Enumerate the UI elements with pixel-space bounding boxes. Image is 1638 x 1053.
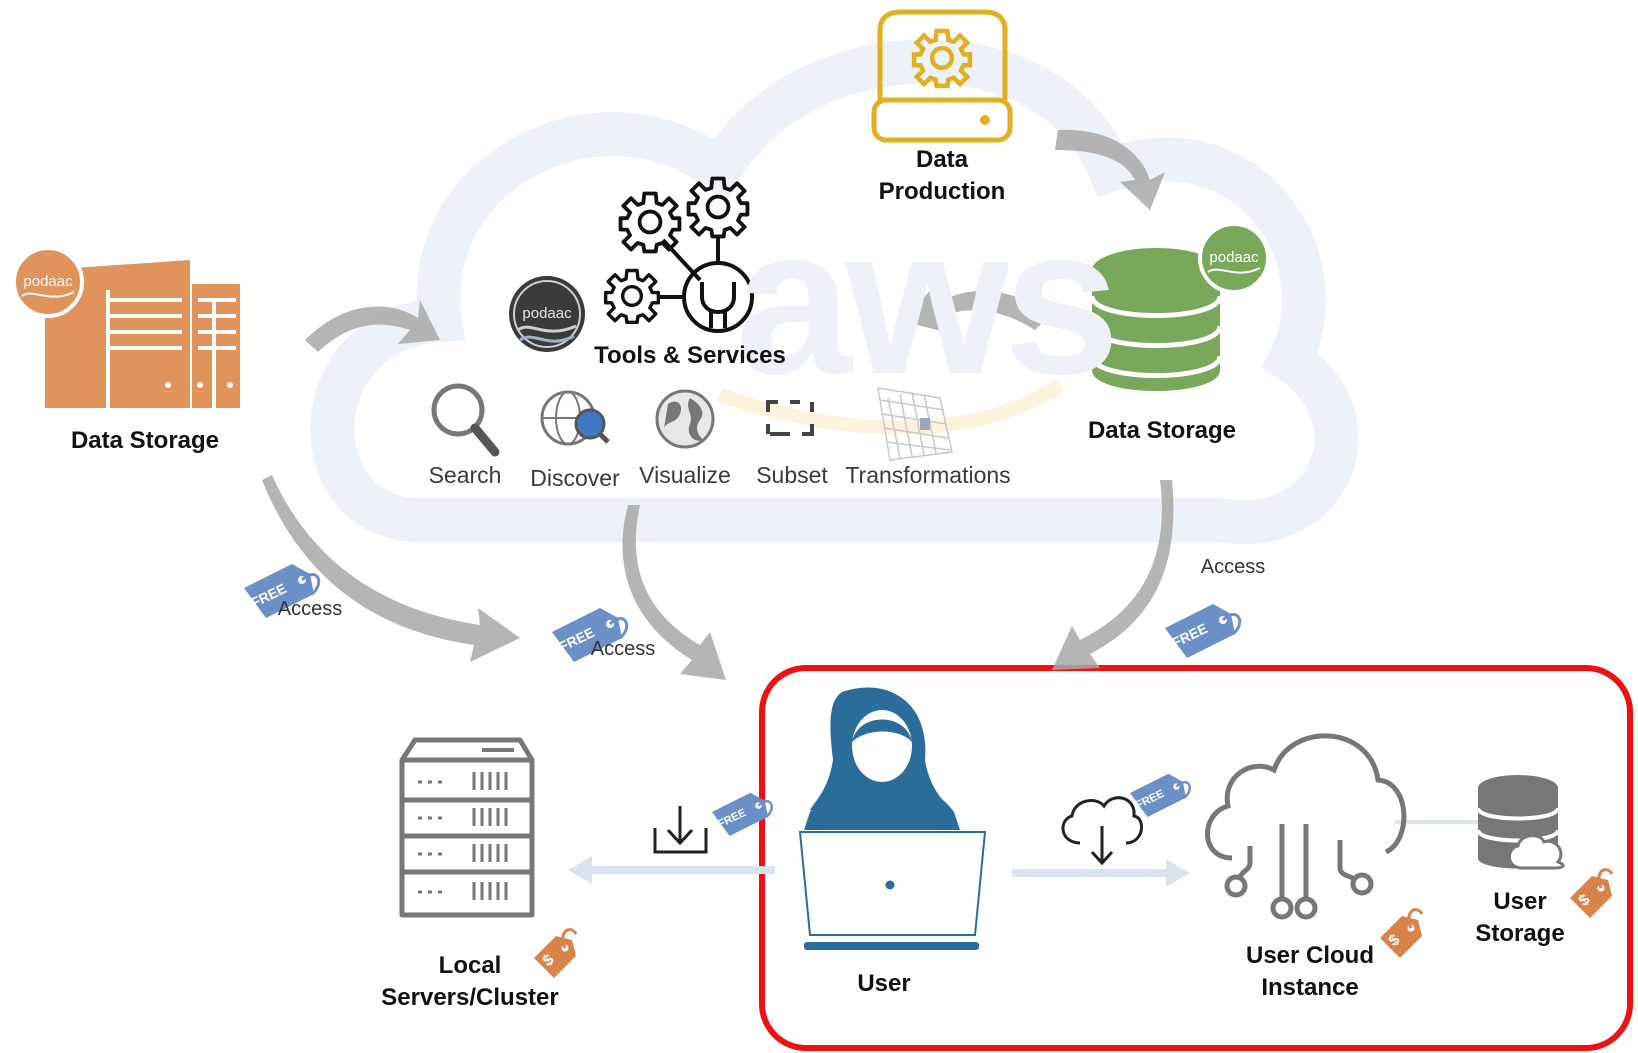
local-servers-icon [399,737,535,918]
magnifier-icon [431,383,500,457]
left-podaac-logo-text: podaac [23,273,73,290]
grid-transform-icon [877,387,953,461]
tool-label-visualize: Visualize [639,462,731,488]
right-data-storage-icon: podaac [1089,222,1270,391]
laptop-icon [798,831,987,950]
access-label-left: Access [277,598,343,620]
subset-bracket-icon [766,400,814,436]
free-tag-icon [1128,772,1191,819]
data-production-icon [871,9,1013,143]
right-podaac-logo-text: podaac [1209,249,1259,266]
right-data-storage-label: Data Storage [1087,417,1237,444]
tool-label-subset: Subset [756,462,828,488]
cloud-transfer-icon [1061,796,1143,866]
transfer-arrows [568,820,1478,887]
download-icon [653,806,708,854]
user-storage-line1: User [1493,888,1547,915]
access-label-middle: Access [590,638,656,660]
data-production-line1: Data [915,146,969,173]
flow-arrows [262,129,1174,680]
access-label-right: Access [1200,556,1266,578]
data-production-line2: Production [878,178,1006,205]
left-data-storage-icon: podaac [12,246,240,408]
tool-label-transformations: Transformations [845,462,1011,488]
tools-services-label: Tools & Services [594,342,786,369]
user-cloud-instance-icon [1205,733,1407,920]
aws-watermark: aws [735,183,1120,418]
tool-label-discover: Discover [530,465,620,491]
podaac-logo-text: podaac [522,305,572,322]
user-avatar-icon [804,687,960,830]
local-servers-line2: Servers/Cluster [381,984,559,1011]
tools-gears-icon [603,176,754,333]
tool-label-search: Search [428,462,502,488]
podaac-logo: podaac [509,276,585,352]
user-label: User [857,970,911,997]
user-storage-line2: Storage [1475,920,1565,947]
left-data-storage-label: Data Storage [70,427,220,454]
user-cloud-line2: Instance [1261,974,1359,1001]
earth-globe-icon [655,389,715,449]
local-servers-line1: Local [438,952,502,979]
user-storage-icon [1476,775,1565,870]
data-production-label: Data Production [862,144,1022,208]
user-storage-label: User Storage [1460,886,1580,950]
user-highlight-box [759,665,1633,1051]
globe-magnifier-icon [540,390,610,446]
local-servers-label: Local Servers/Cluster [360,950,580,1014]
user-cloud-line1: User Cloud [1245,942,1374,969]
free-tag-icon [1163,602,1242,660]
user-cloud-instance-label: User Cloud Instance [1225,940,1395,1004]
